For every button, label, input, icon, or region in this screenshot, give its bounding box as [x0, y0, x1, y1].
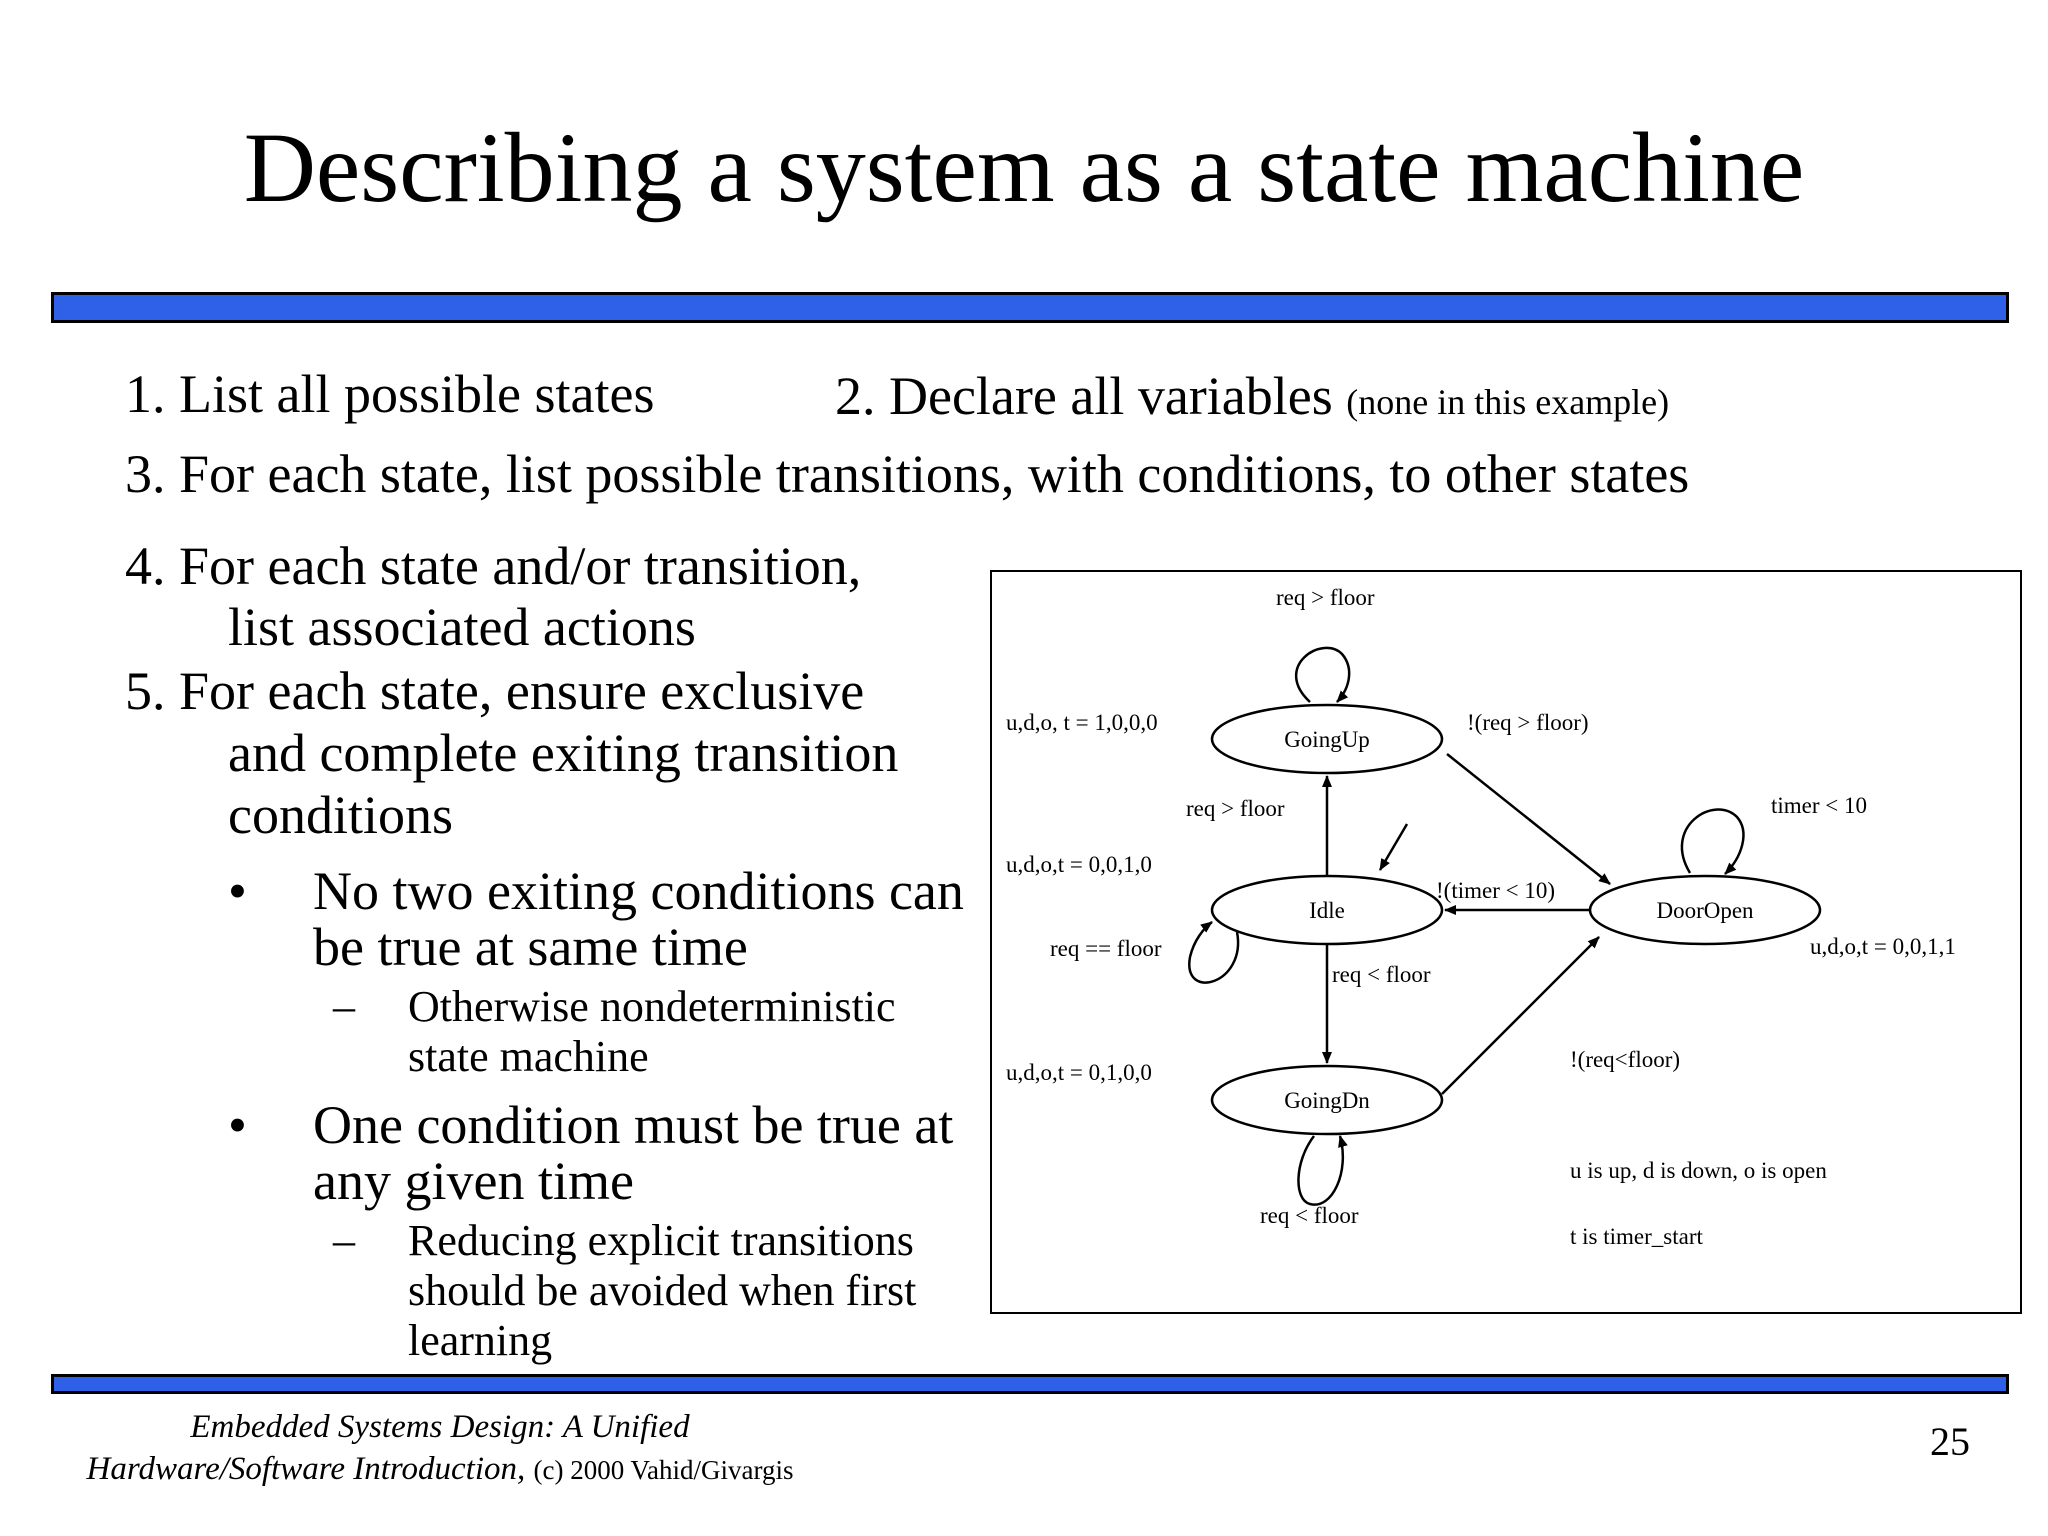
legend-line-2: t is timer_start [1570, 1224, 1703, 1249]
condition-goingup-to-dooropen: !(req > floor) [1467, 710, 1589, 735]
state-label-dooropen: DoorOpen [1656, 898, 1754, 923]
state-label-goingdn: GoingDn [1284, 1088, 1370, 1113]
sub-bullet-2-line2: should be avoided when first [408, 1266, 917, 1315]
book-title-line2: Hardware/Software Introduction, [86, 1451, 526, 1487]
sub-bullet-1-line1: Otherwise nondeterministic [408, 982, 896, 1031]
bullet-marker: • [228, 1095, 247, 1155]
bullet-1-line1: No two exiting conditions can [313, 861, 964, 921]
condition-goingup-self: req > floor [1276, 585, 1375, 610]
bullet-marker: • [228, 861, 247, 921]
page-number: 25 [1930, 1419, 1970, 1464]
top-divider-bar [51, 292, 2009, 323]
bullet-2-line2: any given time [313, 1151, 634, 1211]
step-4-line2: list associated actions [228, 597, 696, 657]
bottom-divider-bar [51, 1374, 2009, 1394]
bullet-2-line1: One condition must be true at [313, 1095, 954, 1155]
step-2: 2. Declare all variables (none in this e… [835, 365, 1669, 433]
book-title-line1: Embedded Systems Design: A Unified [190, 1409, 690, 1445]
bullet-1-line2: be true at same time [313, 917, 748, 977]
action-goingdn: u,d,o,t = 0,1,0,0 [1006, 1060, 1152, 1085]
state-label-idle: Idle [1309, 898, 1345, 923]
state-label-goingup: GoingUp [1284, 727, 1370, 752]
footer-credit: Embedded Systems Design: A Unified Hardw… [40, 1406, 840, 1491]
step-5-line3: conditions [228, 785, 453, 845]
action-goingup: u,d,o, t = 1,0,0,0 [1006, 710, 1158, 735]
sub-bullet-marker: – [333, 982, 355, 1031]
legend-line-1: u is up, d is down, o is open [1570, 1158, 1827, 1183]
slide-title: Describing a system as a state machine [243, 112, 1805, 223]
step-2-note: (none in this example) [1346, 382, 1670, 422]
action-idle: u,d,o,t = 0,0,1,0 [1006, 852, 1152, 877]
step-1: 1. List all possible states [125, 364, 655, 424]
sub-bullet-2-line1: Reducing explicit transitions [408, 1216, 914, 1265]
condition-idle-to-goingup: req > floor [1186, 796, 1285, 821]
condition-idle-to-goingdn: req < floor [1332, 962, 1431, 987]
step-2-text: 2. Declare all variables [835, 366, 1333, 426]
sub-bullet-1-line2: state machine [408, 1032, 649, 1081]
sub-bullet-2-line3: learning [408, 1316, 553, 1365]
step-3: 3. For each state, list possible transit… [125, 444, 1690, 504]
copyright: (c) 2000 Vahid/Givargis [533, 1455, 794, 1485]
transition-dooropen-self [1680, 808, 1745, 875]
step-4-line1: 4. For each state and/or transition, [125, 536, 862, 596]
state-goingup [1210, 703, 1444, 775]
step-5-line1: 5. For each state, ensure exclusive [125, 661, 865, 721]
state-goingdn [1210, 1064, 1444, 1136]
transition-idle-self [1188, 921, 1240, 984]
transition-goingup-self [1294, 646, 1351, 703]
step-5-line2: and complete exiting transition [228, 723, 899, 783]
condition-goingdn-self: req < floor [1260, 1203, 1359, 1228]
state-diagram-canvas: GoingUp Idle DoorOpen GoingDn u,d,o, t =… [1006, 585, 1956, 1249]
transition-goingdn-self [1297, 1135, 1348, 1206]
action-dooropen: u,d,o,t = 0,0,1,1 [1810, 934, 1956, 959]
state-idle [1210, 874, 1444, 946]
transition-goingdn-to-dooropen [1441, 936, 1600, 1095]
condition-dooropen-self: timer < 10 [1771, 793, 1867, 818]
initial-state-arrow [1378, 823, 1409, 871]
condition-idle-self: req == floor [1050, 936, 1162, 961]
condition-dooropen-to-idle: !(timer < 10) [1436, 878, 1555, 903]
state-machine-diagram: GoingUp Idle DoorOpen GoingDn u,d,o, t =… [990, 570, 2022, 1314]
transition-goingup-to-dooropen [1446, 753, 1611, 885]
sub-bullet-marker: – [333, 1216, 355, 1265]
condition-goingdn-to-dooropen: !(req<floor) [1570, 1047, 1680, 1072]
